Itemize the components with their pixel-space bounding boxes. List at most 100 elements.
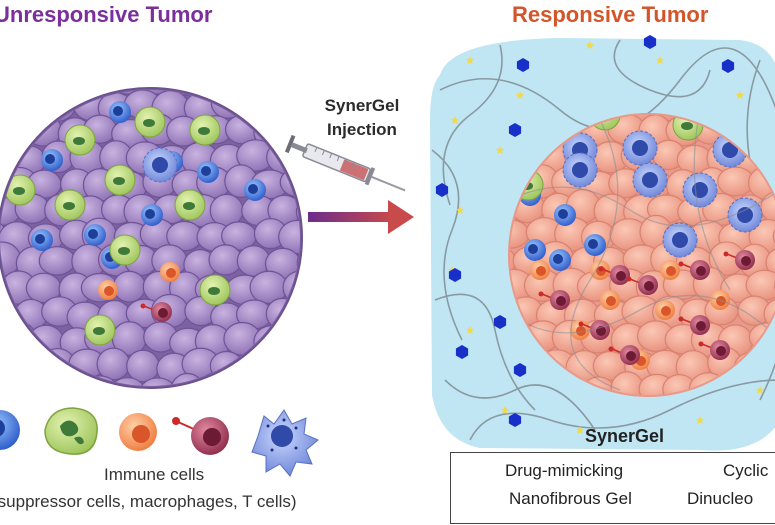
t-cell xyxy=(197,161,219,183)
drug-star xyxy=(465,326,475,334)
legend-box: Drug-mimicking Nanofibrous Gel Cyclic Di… xyxy=(450,452,775,524)
killer-t-cell-icon xyxy=(172,417,229,455)
killer-t-cell xyxy=(626,275,658,295)
t-cell xyxy=(141,204,163,226)
tumor-cell xyxy=(29,90,64,97)
killer-t-cell xyxy=(698,340,730,360)
t-cell xyxy=(109,101,131,123)
tumor-cell xyxy=(278,219,300,255)
tumor-cell xyxy=(235,90,273,123)
tumor-cell xyxy=(139,377,177,386)
gel-fiber xyxy=(570,119,621,391)
tumor-cell xyxy=(225,90,260,96)
t-cell-blue-icon xyxy=(0,410,20,450)
dendritic-cell xyxy=(622,130,658,166)
cyclic-dinucleotide-hexagon xyxy=(455,345,469,359)
cyclic-dinucleotide-hexagon xyxy=(508,123,522,137)
legend-dinuc-line2: Dinucleo xyxy=(687,489,754,508)
drug-star xyxy=(500,406,510,414)
tumor-cell xyxy=(194,90,230,99)
cyclic-dinucleotide-hexagon xyxy=(516,58,530,72)
killer-t-cell xyxy=(678,315,710,335)
macrophage xyxy=(109,234,141,266)
unresponsive-tumor xyxy=(0,87,303,389)
suppressor-cell xyxy=(660,260,680,280)
drug-star xyxy=(695,416,705,424)
suppressor-cell xyxy=(160,262,180,282)
t-cell xyxy=(41,149,63,171)
tumor-cell xyxy=(0,118,36,150)
tumor-cell xyxy=(275,326,300,357)
tumor-cell xyxy=(0,118,9,151)
dendritic-cell xyxy=(632,162,668,198)
tumor-cell xyxy=(295,195,300,228)
gel-fiber xyxy=(444,379,596,431)
tumor-cell xyxy=(293,350,300,385)
tumor-cell xyxy=(279,374,300,386)
unresponsive-tumor-title: Unresponsive Tumor xyxy=(0,2,213,27)
drug-star xyxy=(575,426,585,434)
gel-fiber xyxy=(434,293,536,411)
tumor-cell xyxy=(38,90,76,123)
gel-fiber xyxy=(510,186,775,227)
tumor-cell xyxy=(31,380,67,386)
immune-cells-subcaption: (suppressor cells, macrophages, T cells) xyxy=(0,492,297,511)
tumor-cell xyxy=(2,321,37,353)
tumor-cell xyxy=(0,90,35,98)
suppressor-cell xyxy=(600,290,620,310)
tumor-cell xyxy=(760,191,775,224)
drug-star xyxy=(585,41,595,49)
t-cell xyxy=(554,204,576,226)
legend-dinuc-line1: Cyclic xyxy=(723,461,769,480)
responsive-tumor xyxy=(508,113,775,397)
killer-t-cell xyxy=(598,265,630,285)
cyclic-dinucleotide-hexagon xyxy=(513,363,527,377)
t-cell xyxy=(549,249,571,271)
tumor-cell xyxy=(252,90,286,97)
gel-fiber xyxy=(613,39,711,98)
cyclic-dinucleotide-hexagon xyxy=(508,413,522,427)
tumor-cell xyxy=(0,90,24,122)
tumor-cell xyxy=(0,350,22,381)
immune-cells-caption: Immune cells xyxy=(104,465,205,484)
tumor-cell xyxy=(166,90,205,96)
killer-t-cell xyxy=(538,290,570,310)
t-cell xyxy=(31,229,53,251)
suppressor-cell-orange-icon xyxy=(119,413,157,451)
legend-gel-line2: Nanofibrous Gel xyxy=(509,489,632,508)
cyclic-dinucleotide-hexagon xyxy=(721,59,735,73)
syringe-icon xyxy=(284,134,406,192)
gel-fiber xyxy=(442,44,503,206)
cyclic-dinucleotide-hexagon xyxy=(448,268,462,282)
injection-label-line2: Injection xyxy=(327,120,397,139)
killer-t-cell xyxy=(678,260,710,280)
drug-star xyxy=(455,206,465,214)
injection-label: SynerGel Injection xyxy=(292,96,432,140)
t-cell xyxy=(584,234,606,256)
cyclic-dinucleotide-hexagon xyxy=(493,315,507,329)
macrophage-green-icon xyxy=(44,407,98,455)
tumor-cell xyxy=(0,90,7,96)
gel-fiber xyxy=(469,379,775,441)
cyclic-dinucleotide-hexagon xyxy=(435,183,449,197)
tumor-cell xyxy=(772,221,775,252)
gel-fiber xyxy=(431,149,463,341)
macrophage xyxy=(4,174,36,206)
immune-cell-icons xyxy=(0,407,319,477)
gel-fiber xyxy=(693,115,731,291)
tumor-cell xyxy=(290,297,300,332)
tumor-cell xyxy=(38,246,76,276)
drug-star xyxy=(735,91,745,99)
synergel-label: SynerGel xyxy=(585,426,665,446)
killer-t-cell xyxy=(608,345,640,365)
tumor-cell xyxy=(108,90,148,95)
t-cell xyxy=(244,179,266,201)
macrophage xyxy=(64,124,96,156)
drug-star xyxy=(515,91,525,99)
tumor-cell xyxy=(112,270,146,303)
macrophage xyxy=(189,114,221,146)
tumor-cell xyxy=(96,347,131,381)
macrophage xyxy=(104,164,136,196)
drug-star xyxy=(655,56,665,64)
